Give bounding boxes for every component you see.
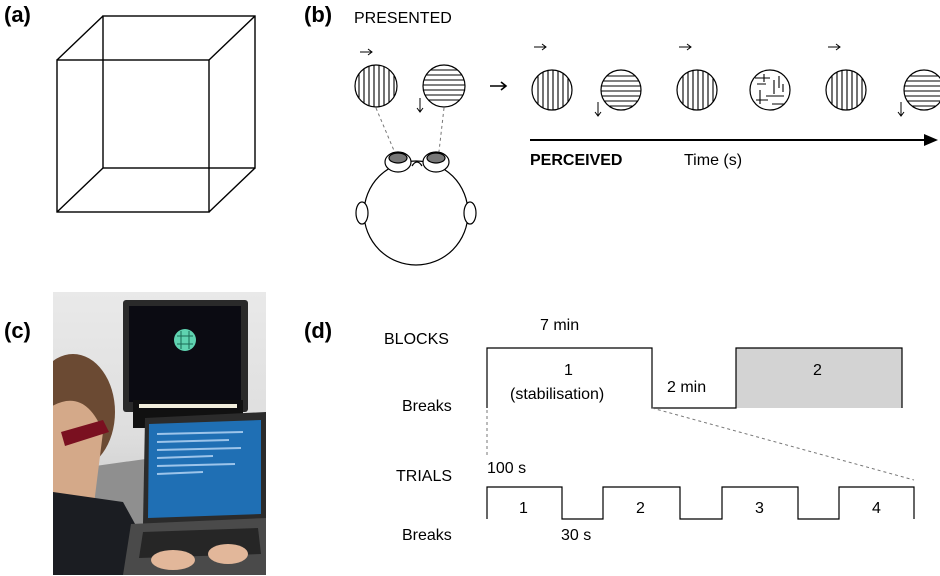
perceived-horizontal-grating [594, 69, 642, 117]
perceived-piecemeal-mixture [749, 69, 791, 111]
presented-horizontal-grating [416, 64, 466, 113]
trials-label: TRIALS [396, 468, 453, 485]
necker-cube [56, 15, 256, 213]
breaks-label-bottom: Breaks [402, 527, 452, 544]
presented-vertical-grating [354, 48, 398, 108]
trial-1-number: 1 [519, 500, 528, 517]
right-arrow-icon [490, 81, 508, 91]
panel-label-a: (a) [4, 2, 31, 27]
down-arrow-icon [416, 98, 424, 113]
block-1-note: (stabilisation) [510, 386, 605, 403]
blocks-timeline [486, 347, 903, 409]
perceived-vertical-grating [531, 43, 573, 111]
perceived-vertical-grating [676, 43, 718, 111]
block-1-number: 1 [564, 362, 573, 379]
down-arrow-icon [897, 102, 905, 117]
perceived-horizontal-grating [897, 69, 940, 117]
trials-timeline [486, 486, 915, 520]
right-arrow-icon [360, 48, 373, 56]
panel-label-c: (c) [4, 318, 31, 343]
breaks-label-top: Breaks [402, 398, 452, 415]
photo-scene [53, 300, 266, 575]
trial-break-duration-label: 30 s [561, 527, 592, 544]
observer-head [355, 151, 477, 266]
panel-label-b: (b) [304, 2, 333, 27]
time-axis-arrow [530, 134, 938, 146]
right-arrow-icon [828, 43, 841, 51]
down-arrow-icon [594, 102, 602, 117]
block-duration-label: 7 min [540, 317, 580, 334]
right-arrow-icon [534, 43, 547, 51]
block-2-number: 2 [813, 362, 822, 379]
experiment-photo [53, 292, 266, 575]
panel-label-d: (d) [304, 318, 333, 343]
trial-2-number: 2 [636, 500, 645, 517]
perceived-vertical-grating [825, 43, 867, 111]
break-duration-label: 2 min [667, 379, 707, 396]
presented-label: PRESENTED [354, 10, 452, 27]
blocks-label: BLOCKS [384, 331, 449, 348]
right-arrow-icon [679, 43, 692, 51]
perceived-label: PERCEIVED [530, 152, 623, 169]
trial-3-number: 3 [755, 500, 764, 517]
time-axis-label: Time (s) [684, 152, 743, 169]
trial-4-number: 4 [872, 500, 881, 517]
trial-duration-label: 100 s [487, 460, 527, 477]
